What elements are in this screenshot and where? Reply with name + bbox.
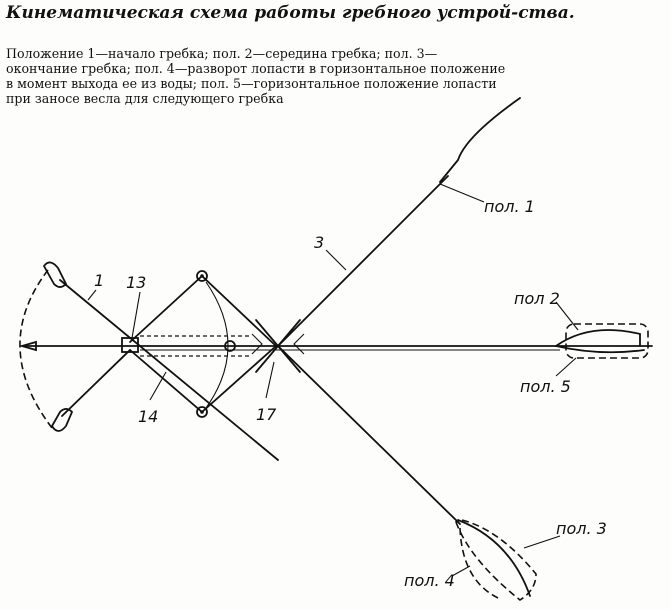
- pivot-middle: [224, 340, 236, 352]
- slider-13: [121, 337, 139, 353]
- blade-pos-2: [555, 329, 641, 347]
- link-lower-right: [201, 345, 277, 413]
- link-upper-right: [201, 275, 277, 347]
- oar-pos-1: [277, 175, 449, 347]
- label-pos-3: пол. 3: [556, 519, 607, 538]
- leader-13: [131, 291, 141, 339]
- blade-pos-4-inner: [459, 527, 499, 599]
- diagram-title: Кинематическая схема работы гребного уст…: [6, 3, 575, 23]
- pivot-bottom-dot: [200, 410, 204, 414]
- diagram-caption: Положение 1—начало гребка; пол. 2—середи…: [6, 46, 506, 106]
- label-pos-2: пол 2: [514, 289, 560, 308]
- lever-1-lower: [61, 349, 131, 417]
- linkage-arc: [205, 281, 229, 409]
- label-pos-5: пол. 5: [520, 377, 571, 396]
- cross-bracket-right: [293, 333, 305, 355]
- link-upper-left: [129, 275, 203, 343]
- leader-pos-4: [451, 565, 471, 577]
- leader-17: [265, 361, 275, 399]
- pivot-bottom: [196, 406, 208, 418]
- pivot-top-dot: [200, 274, 204, 278]
- leader-pos-5: [555, 357, 577, 377]
- label-13: 13: [126, 273, 146, 292]
- left-swing-arc: [19, 269, 53, 429]
- label-pos-1: пол. 1: [484, 197, 535, 216]
- pivot-top: [196, 270, 208, 282]
- label-3: 3: [314, 233, 324, 252]
- blade-pos-3: [457, 519, 531, 597]
- blade-pos-5-outline: [565, 323, 649, 359]
- cross-bracket-left: [251, 333, 263, 355]
- oar-pos-3: [277, 345, 461, 525]
- leader-3: [325, 249, 347, 271]
- blade-pos-1: [439, 97, 521, 183]
- blade-pos-4-outline: [454, 519, 537, 601]
- left-tip: [18, 340, 37, 352]
- left-blade-bottom: [50, 408, 74, 432]
- leader-pos-3: [523, 535, 561, 549]
- label-1: 1: [94, 271, 104, 290]
- label-pos-4: пол. 4: [404, 571, 455, 590]
- leader-pos-2: [555, 301, 579, 331]
- leader-14: [149, 371, 167, 401]
- blade-pos-2-bottom: [555, 345, 645, 354]
- label-14: 14: [138, 407, 158, 426]
- label-17: 17: [256, 405, 277, 424]
- lever-1: [59, 279, 279, 461]
- link-lower-left: [129, 349, 203, 413]
- leader-pos-1: [439, 183, 485, 203]
- leader-1: [87, 289, 97, 301]
